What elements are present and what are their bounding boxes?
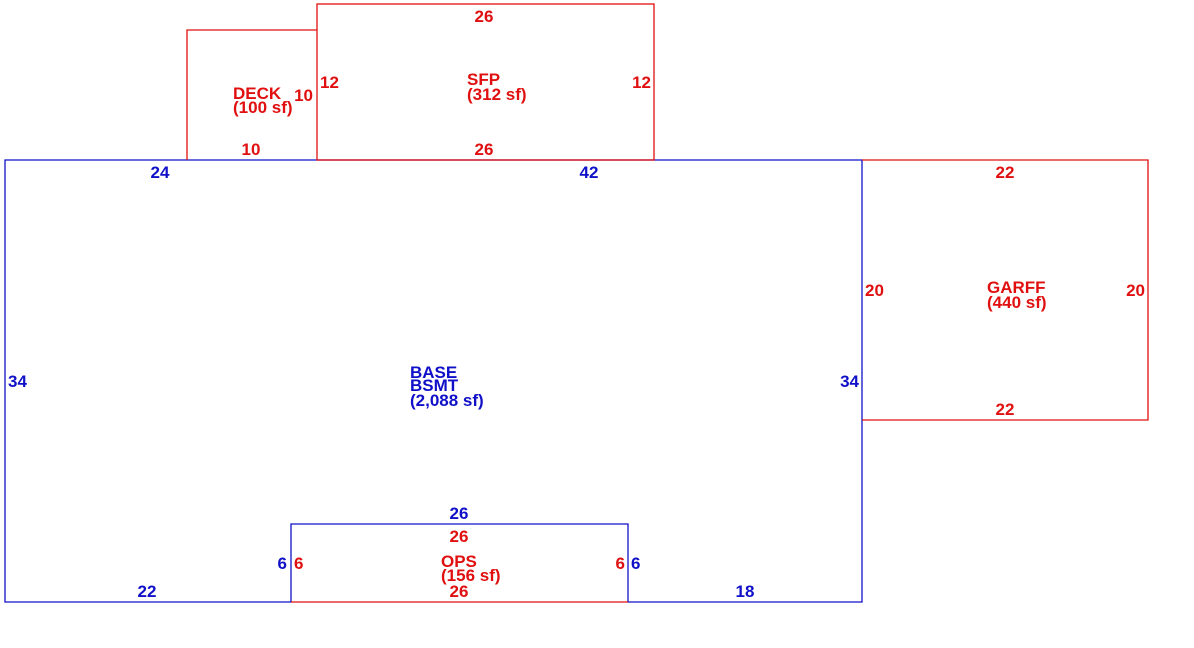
ops-top-dim: 26: [450, 527, 469, 546]
deck-right-dim: 10: [294, 86, 313, 105]
base-sub-code: BSMT: [410, 376, 459, 395]
deck-bottom-dim: 10: [242, 140, 261, 159]
base-right-dim: 34: [840, 372, 859, 391]
ops-code: OPS: [441, 552, 477, 571]
ops-area: (156 sf): [441, 566, 501, 585]
ops-bottom-dim: 26: [450, 582, 469, 601]
sfp-bottom-dim: 26: [475, 140, 494, 159]
garff-outline: [862, 159, 1149, 421]
base-notch-top-dim: 26: [450, 504, 469, 523]
garff-bottom-dim: 22: [996, 400, 1015, 419]
base-bottom-right-dim: 18: [736, 582, 755, 601]
sfp-right-dim: 12: [632, 73, 651, 92]
base-bottom-left-dim: 22: [138, 582, 157, 601]
sfp-code: SFP: [467, 70, 500, 89]
base-top-left-dim: 24: [151, 163, 170, 182]
base-code: BASE: [410, 363, 457, 382]
base-left-dim: 34: [8, 372, 27, 391]
sfp-outline: [316, 3, 655, 161]
base-top-right-dim: 42: [580, 163, 599, 182]
base-area: (2,088 sf): [410, 391, 484, 410]
deck-area: (100 sf): [233, 98, 293, 117]
base-outline: [4, 159, 863, 603]
ops-right-dim: 6: [616, 554, 625, 573]
sfp-top-dim: 26: [475, 7, 494, 26]
ops-left-dim: 6: [294, 554, 303, 573]
garff-left-dim: 20: [865, 281, 884, 300]
garff-code: GARFF: [987, 278, 1046, 297]
deck-code: DECK: [233, 84, 282, 103]
garff-area: (440 sf): [987, 293, 1047, 312]
sfp-area: (312 sf): [467, 85, 527, 104]
sfp-left-dim: 12: [320, 73, 339, 92]
garff-right-dim: 20: [1126, 281, 1145, 300]
base-notch-right-dim: 6: [631, 554, 640, 573]
deck-outline: [186, 29, 317, 160]
base-notch-left-dim: 6: [278, 554, 287, 573]
garff-top-dim: 22: [996, 163, 1015, 182]
